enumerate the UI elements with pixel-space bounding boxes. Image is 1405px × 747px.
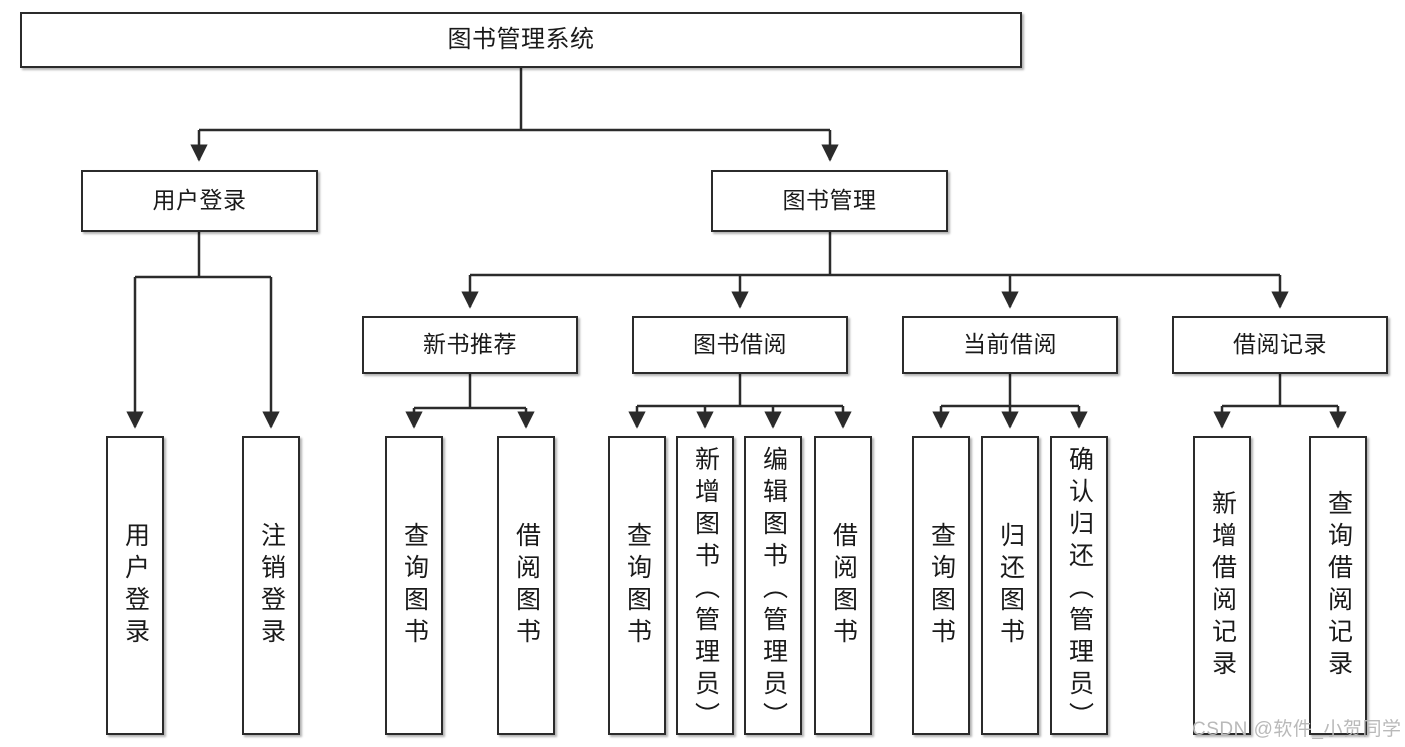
node-label: 确认归还（管理员） <box>1065 445 1094 734</box>
leaf-book-borrow-query[interactable]: 查询图书 <box>608 436 666 735</box>
leaf-current-borrow-confirm-return[interactable]: 确认归还（管理员） <box>1050 436 1108 735</box>
node-label: 新书推荐 <box>423 331 517 358</box>
node-label: 归还图书 <box>996 521 1025 650</box>
node-label: 图书管理系统 <box>447 25 595 53</box>
node-label: 新增借阅记录 <box>1208 489 1237 682</box>
node-label: 查询图书 <box>623 521 652 650</box>
node-label: 用户登录 <box>121 521 150 650</box>
node-user-login[interactable]: 用户登录 <box>81 170 318 232</box>
node-label: 借阅图书 <box>829 521 858 650</box>
node-label: 借阅图书 <box>512 521 541 650</box>
leaf-current-borrow-query[interactable]: 查询图书 <box>912 436 970 735</box>
leaf-user-login-login[interactable]: 用户登录 <box>106 436 164 735</box>
leaf-book-borrow-add[interactable]: 新增图书（管理员） <box>676 436 734 735</box>
node-book-management[interactable]: 图书管理 <box>711 170 948 232</box>
leaf-current-borrow-return[interactable]: 归还图书 <box>981 436 1039 735</box>
csdn-watermark: CSDN @软件_小贺同学 <box>1192 719 1402 740</box>
node-label: 借阅记录 <box>1233 331 1327 358</box>
node-label: 编辑图书（管理员） <box>759 445 788 734</box>
leaf-borrow-record-add[interactable]: 新增借阅记录 <box>1193 436 1251 735</box>
leaf-book-borrow-borrow[interactable]: 借阅图书 <box>814 436 872 735</box>
node-book-borrow[interactable]: 图书借阅 <box>632 316 848 374</box>
leaf-borrow-record-query[interactable]: 查询借阅记录 <box>1309 436 1367 735</box>
node-label: 用户登录 <box>152 187 247 214</box>
node-new-book-recommend[interactable]: 新书推荐 <box>362 316 578 374</box>
node-label: 新增图书（管理员） <box>691 445 720 734</box>
node-label: 查询借阅记录 <box>1324 489 1353 682</box>
leaf-new-book-query[interactable]: 查询图书 <box>385 436 443 735</box>
node-current-borrow[interactable]: 当前借阅 <box>902 316 1118 374</box>
node-label: 图书管理 <box>782 187 877 214</box>
node-label: 当前借阅 <box>963 331 1057 358</box>
node-label: 查询图书 <box>400 521 429 650</box>
leaf-user-login-logout[interactable]: 注销登录 <box>242 436 300 735</box>
node-root-system[interactable]: 图书管理系统 <box>20 12 1022 68</box>
leaf-book-borrow-edit[interactable]: 编辑图书（管理员） <box>744 436 802 735</box>
node-label: 图书借阅 <box>693 331 787 358</box>
node-label: 查询图书 <box>927 521 956 650</box>
node-borrow-record[interactable]: 借阅记录 <box>1172 316 1388 374</box>
leaf-new-book-borrow[interactable]: 借阅图书 <box>497 436 555 735</box>
node-label: 注销登录 <box>257 521 286 650</box>
